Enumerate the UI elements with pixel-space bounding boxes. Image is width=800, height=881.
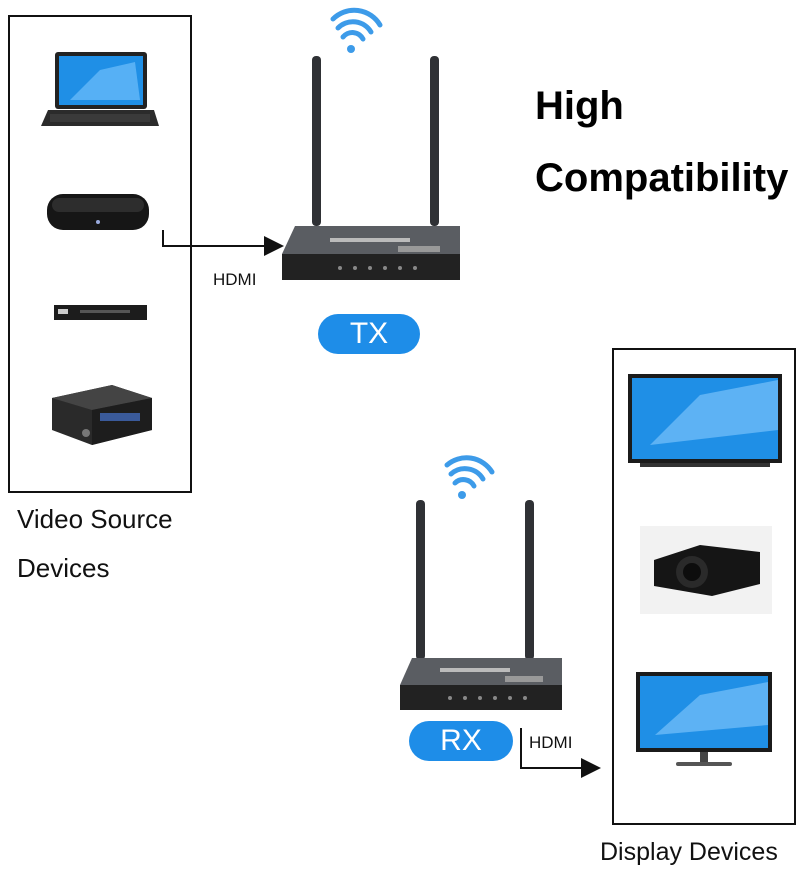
headline-line-1: High bbox=[535, 84, 624, 128]
hdmi-input-label: HDMI bbox=[213, 270, 257, 289]
rx-badge: RX bbox=[409, 721, 513, 761]
tx-badge: TX bbox=[318, 314, 420, 354]
source-caption-line-1: Video Source bbox=[17, 504, 173, 534]
hdmi-output-arrow bbox=[520, 728, 601, 778]
headline-line-2: Compatibility bbox=[535, 156, 789, 200]
dvd-player-icon bbox=[54, 305, 147, 320]
display-panel-frame bbox=[612, 348, 796, 825]
hdmi-output-label: HDMI bbox=[529, 733, 573, 752]
tv-icon bbox=[628, 374, 782, 467]
rx-wifi-icon bbox=[444, 455, 495, 499]
tv-box-icon bbox=[47, 194, 149, 230]
set-top-box-icon bbox=[52, 385, 152, 445]
rx-device bbox=[400, 500, 562, 710]
source-caption-line-2: Devices bbox=[17, 553, 110, 583]
display-caption: Display Devices bbox=[600, 838, 778, 866]
source-panel-frame bbox=[8, 15, 192, 493]
tx-wifi-icon bbox=[330, 7, 383, 53]
projector-icon bbox=[640, 526, 772, 614]
hdmi-input-arrow bbox=[162, 230, 284, 256]
tx-device bbox=[282, 56, 460, 280]
laptop-icon bbox=[41, 52, 159, 126]
monitor-icon bbox=[636, 672, 772, 766]
